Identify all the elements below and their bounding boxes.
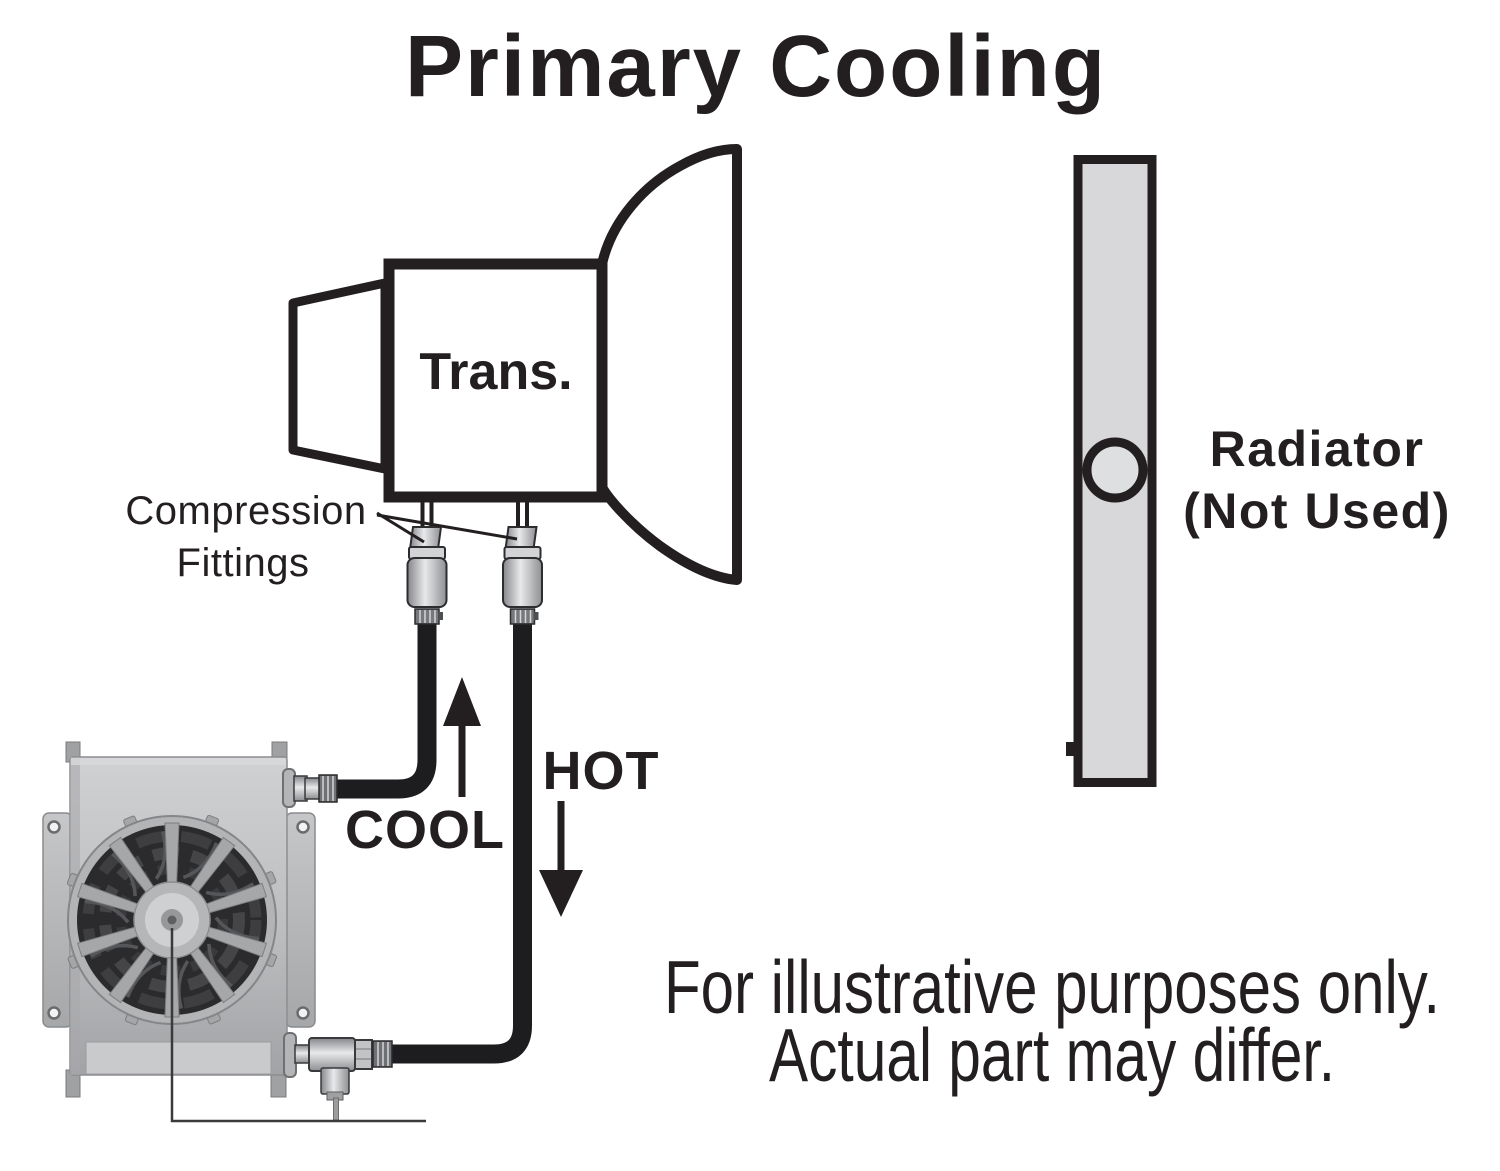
cool-flow-label: COOL [345,800,505,860]
compression-fittings-label-line1: Compression [125,489,366,533]
bell-housing [597,144,742,585]
temperature-probe [333,1097,339,1121]
cool-hose [334,620,437,799]
cooler-mounting-flange-right [285,812,316,1028]
cooler-fan [66,814,278,1026]
transmission-tail-housing [288,278,390,474]
cooler-unit [42,741,426,1123]
diagram-title: Primary Cooling [405,18,1107,115]
fan-hub [133,881,211,959]
footnote-line1: For illustrative purposes only. [664,945,1440,1029]
compression-fitting-left [406,495,448,625]
radiator-filler-circle [1082,437,1148,503]
hot-flow-label: HOT [543,741,660,801]
flange-hole [47,820,61,834]
cooler-callout-line [170,928,426,1123]
flange-hole [296,820,310,834]
radiator-label-line2: (Not Used) [1183,483,1451,539]
cooler-inlet-fitting [282,768,338,808]
compression-fittings-label-line2: Fittings [177,541,310,585]
compression-fitting-right [502,495,543,625]
transmission-body [383,258,608,503]
radiator-label-line1: Radiator [1210,421,1425,477]
radiator [1066,155,1157,787]
transmission-label: Trans. [419,343,572,401]
flange-hole [296,1006,310,1020]
hot-flow-down-arrow-icon [539,801,583,917]
cooler-outlet-elbow-fitting [283,1032,393,1121]
flange-hole [47,1006,61,1020]
hot-hose [386,622,532,1064]
radiator-petcock [1066,742,1076,756]
footnote-line2: Actual part may differ. [769,1013,1335,1097]
cool-flow-up-arrow-icon [443,677,481,797]
fittings-leader-line-right [376,513,518,541]
